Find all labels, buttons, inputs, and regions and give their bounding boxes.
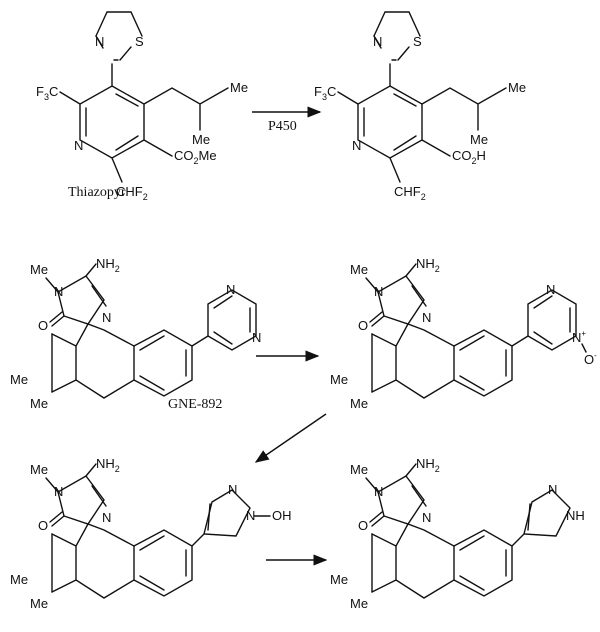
gne-892-oxygen: O <box>38 318 48 333</box>
pyrazole-n1: N <box>374 484 383 499</box>
thiazopyr-s-atom: S <box>135 34 144 49</box>
thiazopyr-acid-structure <box>337 11 507 183</box>
n-oxide-n1: N <box>374 284 383 299</box>
acid-n-atom: N <box>373 34 382 49</box>
hydroxy-n3: N <box>102 510 111 525</box>
acid-methyl-top: Me <box>508 80 526 95</box>
acid-pyridine-n-atom: N <box>352 138 361 153</box>
gne-892-pyrimidine-n2: N <box>252 330 261 345</box>
gne-892-name-label: GNE-892 <box>168 397 222 412</box>
acid-s-atom: S <box>413 34 422 49</box>
gne-892-n3: N <box>102 310 111 325</box>
acid-methyl-bottom: Me <box>470 132 488 147</box>
hydroxy-oh-group: OH <box>272 508 292 523</box>
n-oxide-pyrimidine-n1: N <box>546 282 555 297</box>
gne-892-n1: N <box>54 284 63 299</box>
thiazopyr-methyl-top: Me <box>230 80 248 95</box>
gne-892-structure <box>45 263 257 399</box>
gne-892-gem-methyl-a: Me <box>10 372 28 387</box>
thiazopyr-structure <box>59 11 229 183</box>
reaction-arrow-3 <box>254 413 327 463</box>
hydroxy-nh2: NH2 <box>96 456 120 474</box>
n-hydroxypyrazole-structure <box>45 463 271 599</box>
thiazopyr-n-atom: N <box>95 34 104 49</box>
hydroxy-oxygen: O <box>38 518 48 533</box>
gne-892-n-oxide-structure <box>365 263 577 399</box>
thiazopyr-cf3-label: F3C <box>36 84 58 102</box>
pyrazole-gem-methyl-b: Me <box>350 596 368 611</box>
acid-chf2-label: CHF2 <box>394 184 426 202</box>
acid-carboxyl-label: CO2H <box>452 148 486 166</box>
hydroxy-gem-methyl-b: Me <box>30 596 48 611</box>
pyrazole-oxygen: O <box>358 518 368 533</box>
gne-892-gem-methyl-b: Me <box>30 396 48 411</box>
pyrazole-ring-n1: N <box>548 482 557 497</box>
gne-892-nh2: NH2 <box>96 256 120 274</box>
n-oxide-no-bond <box>581 343 587 353</box>
hydroxy-n1: N <box>54 484 63 499</box>
n-oxide-pyrimidine-nplus: N+ <box>572 329 586 345</box>
thiazopyr-chf2-label: CHF2 <box>116 184 148 202</box>
pyrazole-gem-methyl-a: Me <box>330 572 348 587</box>
pyrazole-product-structure <box>365 463 571 599</box>
hydroxy-pyrazole-n1: N <box>228 482 237 497</box>
n-oxide-gem-methyl-a: Me <box>330 372 348 387</box>
n-oxide-gem-methyl-b: Me <box>350 396 368 411</box>
hydroxy-pyrazole-n2: N <box>246 508 255 523</box>
arrow-label-p450: P450 <box>268 119 297 134</box>
n-oxide-oxygen: O <box>358 318 368 333</box>
pyrazole-methyl: Me <box>350 462 368 477</box>
n-oxide-nh2: NH2 <box>416 256 440 274</box>
acid-cf3-label: F3C <box>314 84 336 102</box>
gne-892-methyl: Me <box>30 262 48 277</box>
hydroxy-methyl: Me <box>30 462 48 477</box>
hydroxy-gem-methyl-a: Me <box>10 572 28 587</box>
pyrazole-ring-nh: NH <box>566 508 585 523</box>
thiazopyr-name-label: Thiazopyr <box>68 185 126 200</box>
n-oxide-methyl: Me <box>350 262 368 277</box>
gne-892-pyrimidine-n1: N <box>226 282 235 297</box>
pyrazole-nh2: NH2 <box>416 456 440 474</box>
thiazopyr-ester-label: CO2Me <box>174 148 217 166</box>
thiazopyr-methyl-bottom: Me <box>192 132 210 147</box>
n-oxide-n3: N <box>422 310 431 325</box>
thiazopyr-pyridine-n-atom: N <box>74 138 83 153</box>
pyrazole-n3: N <box>422 510 431 525</box>
n-oxide-o-minus: O- <box>584 351 597 367</box>
